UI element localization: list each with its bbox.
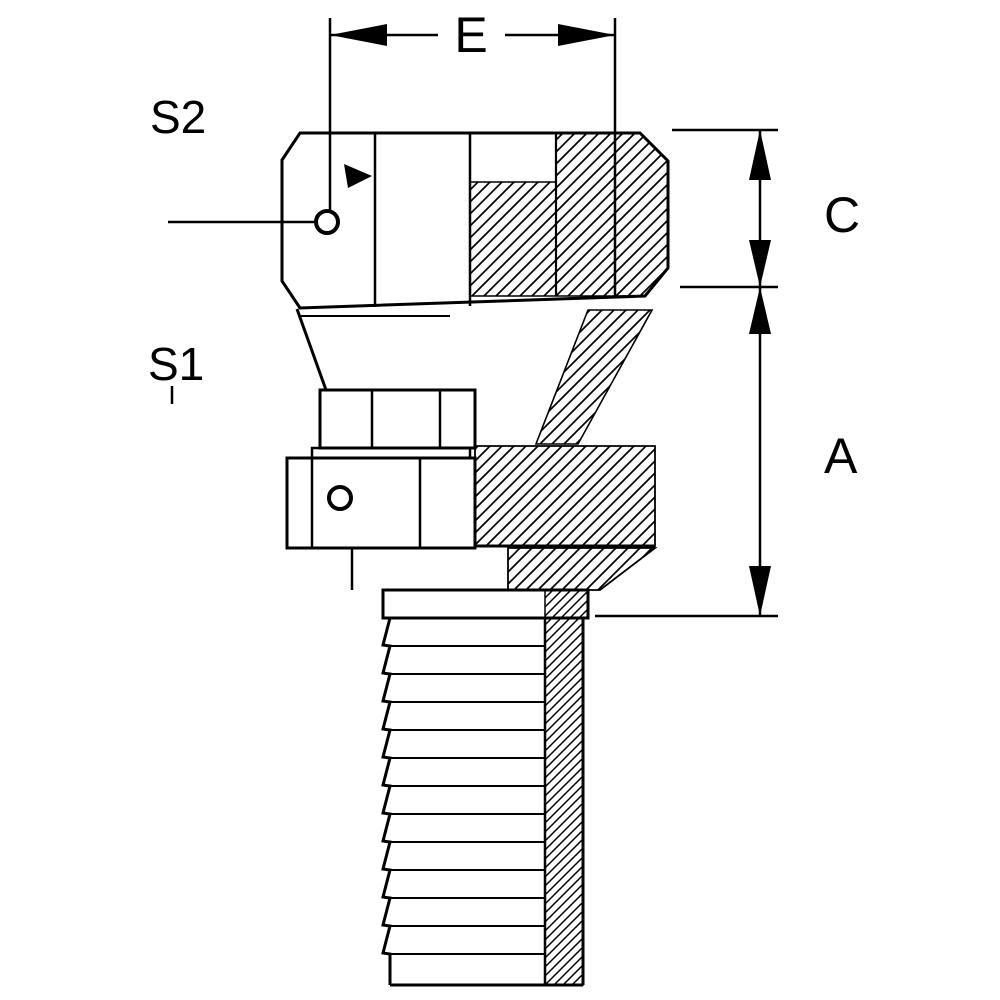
nut-outline (280, 131, 670, 310)
stem-wall-hatch (544, 617, 584, 986)
label-dimension-c: C (824, 187, 860, 243)
cone-section-hatch (534, 309, 654, 445)
arrow-down-icon (749, 566, 771, 616)
label-s2: S2 (150, 91, 206, 143)
flange-outline (381, 588, 590, 620)
arrow-up-icon (749, 287, 771, 334)
swivel-nut-outline (285, 456, 477, 550)
arrow-left-icon (330, 24, 387, 46)
body-section-hatch (474, 445, 656, 547)
arrow-up-icon (749, 130, 771, 180)
flange-section-hatch (544, 589, 589, 619)
stem-barb-profile (381, 617, 392, 985)
body-section (350, 445, 658, 591)
arrow-down-icon (749, 240, 771, 287)
wrench-size-s2: S2 (150, 91, 315, 224)
leader-arrow-icon (344, 164, 372, 188)
neck-section-hatch (507, 547, 658, 591)
body-cone (295, 308, 654, 445)
stem-barb-rings (390, 645, 545, 955)
hose-stem (381, 588, 590, 987)
arrow-right-icon (558, 24, 615, 46)
dimension-a: A (595, 287, 858, 618)
cone-left-edge (295, 308, 328, 391)
label-dimension-e: E (454, 7, 487, 63)
nut-flat-center-mark (314, 209, 340, 235)
swivel-nut (285, 456, 477, 550)
label-s1: S1 (148, 338, 204, 390)
wrench-size-s1: S1 (148, 338, 204, 404)
dimension-c: C (672, 128, 860, 289)
label-dimension-a: A (824, 428, 858, 484)
hex-nut-s2 (280, 131, 670, 310)
swivel-flat-center-mark (327, 485, 353, 511)
